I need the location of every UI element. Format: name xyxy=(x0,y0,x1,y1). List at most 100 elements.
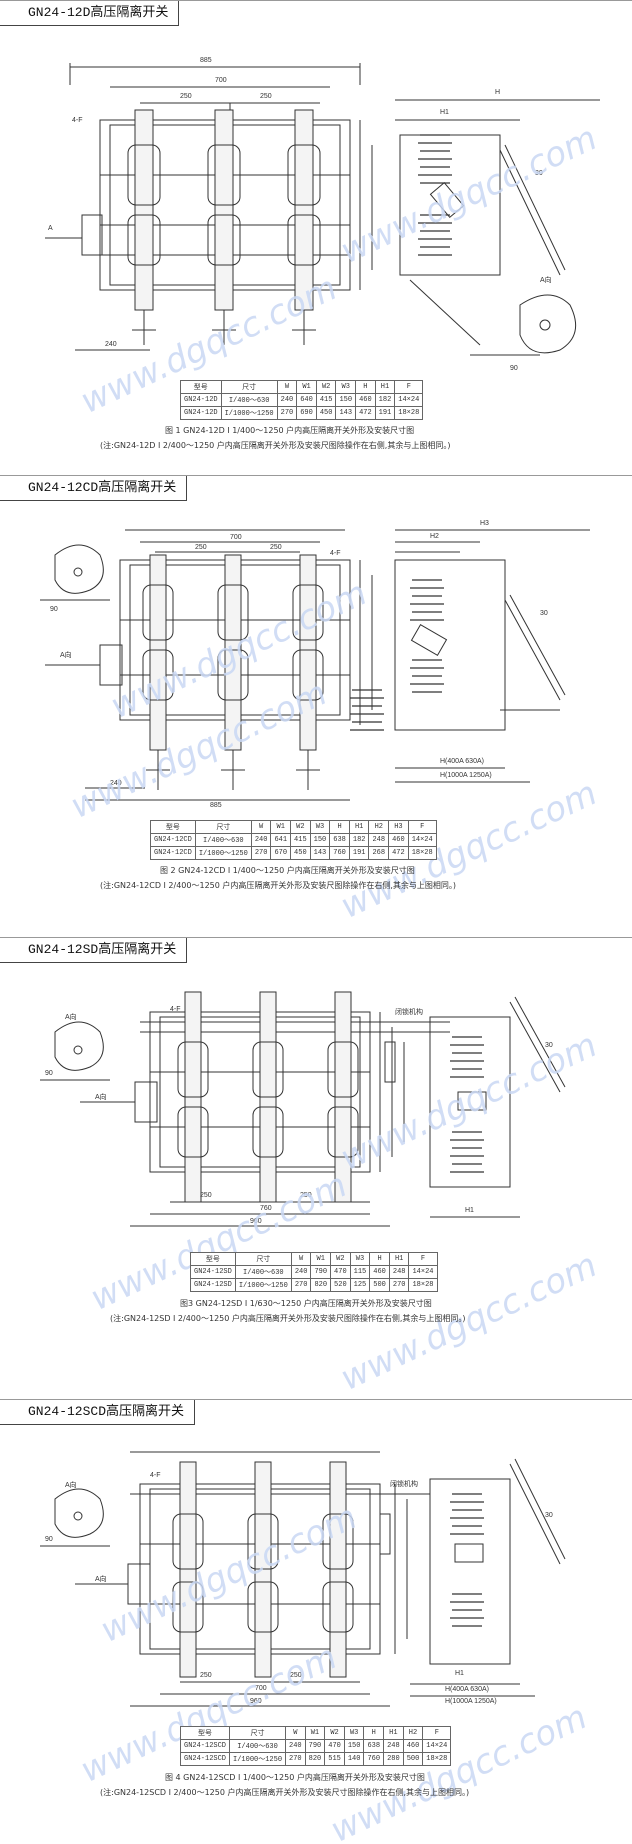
table-header-cell: 型号 xyxy=(179,1726,231,1740)
table-cell: GN24-12D xyxy=(180,406,222,420)
dim-pitch-2: 250 xyxy=(270,544,282,551)
dim-f-holes: 4-F xyxy=(170,1006,181,1013)
dim-inner: 700 xyxy=(230,534,242,541)
table-cell: 460 xyxy=(355,393,376,407)
dim-angle-90: 90 xyxy=(45,1536,53,1543)
table-cell: 18×28 xyxy=(422,1752,452,1766)
table-cell: 248 xyxy=(383,1739,404,1753)
dim-angle-30: 30 xyxy=(545,1042,553,1049)
table-cell: 280 xyxy=(383,1752,404,1766)
dim-overall: 885 xyxy=(210,802,222,809)
dim-h-note-1: H(400A 630A) xyxy=(440,758,484,765)
dim-h-note-2: H(1000A 1250A) xyxy=(445,1698,497,1705)
table-header-cell: H1 xyxy=(388,1252,410,1266)
table-cell: GN24-12CD xyxy=(150,833,196,847)
table-header-cell: W1 xyxy=(304,1726,326,1740)
table-header-cell: 型号 xyxy=(190,1252,236,1266)
figure-note: (注:GN24-12D Ⅰ 2/400～1250 户内高压隔离开关外形及安装尺图… xyxy=(100,441,451,450)
table-cell: I/400～630 xyxy=(220,393,278,407)
table-cell: 270 xyxy=(290,1278,312,1292)
dim-f-holes: 4-F xyxy=(150,1472,161,1479)
dim-a-label: A向 xyxy=(65,1482,77,1489)
table-cell: 150 xyxy=(309,833,331,847)
table-cell: 240 xyxy=(290,1265,312,1279)
table-row: GN24-12D I/1000～1250 270 690 450 143 472… xyxy=(180,406,424,420)
table-cell: I/400～630 xyxy=(234,1265,292,1279)
table-cell: 460 xyxy=(402,1739,424,1753)
section-gn24-12scd: GN24-12SCD高压隔离开关 xyxy=(0,1399,632,1844)
table-header-cell: W xyxy=(290,1252,312,1266)
table-cell: 515 xyxy=(324,1752,345,1766)
dim-pitch-1: 250 xyxy=(200,1192,212,1199)
table-cell: 115 xyxy=(349,1265,371,1279)
table-header-cell: W1 xyxy=(310,1252,332,1266)
table-cell: 470 xyxy=(330,1265,351,1279)
table-header-cell: W2 xyxy=(290,820,311,834)
dim-mech: 闭锁机构 xyxy=(395,1009,423,1016)
table-header-cell: W2 xyxy=(315,380,337,394)
table-cell: 640 xyxy=(296,393,317,407)
dim-bottom: 240 xyxy=(110,780,122,787)
table-header-cell: H1 xyxy=(383,1726,404,1740)
table-header-cell: H1 xyxy=(374,380,396,394)
table-header-row: 型号 尺寸 W W1 W2 W3 H H1 F xyxy=(180,380,424,394)
table-cell: I/1000～1250 xyxy=(220,406,278,420)
table-cell: 500 xyxy=(369,1278,390,1292)
table-header-cell: H2 xyxy=(368,820,390,834)
table-row: GN24-12CD I/1000～1250 270 670 450 143 76… xyxy=(150,846,437,860)
table-cell: 460 xyxy=(369,1265,390,1279)
table-cell: 18×28 xyxy=(407,846,437,860)
table-header-row: 型号 尺寸 W W1 W2 W3 H H1 H2 F xyxy=(179,1726,452,1740)
table-row: GN24-12SCD I/1000～1250 270 820 515 140 7… xyxy=(179,1752,452,1766)
table-cell: 14×24 xyxy=(407,833,437,847)
section-gn24-12sd: GN24-12SD高压隔离开关 xyxy=(0,937,632,1400)
table-row: GN24-12CD I/400～630 240 641 415 150 638 … xyxy=(150,833,437,847)
table-header-cell: 尺寸 xyxy=(234,1252,292,1266)
section-title: GN24-12D高压隔离开关 xyxy=(0,1,180,26)
table-cell: 268 xyxy=(368,846,390,860)
dim-a-label: A xyxy=(48,225,53,232)
table-header-cell: H xyxy=(329,820,350,834)
table-cell: 18×28 xyxy=(394,406,424,420)
drawing-panel: A向 90 A向 4-F 闭锁机构 250 250 700 960 30 H1 … xyxy=(0,1424,632,1844)
dim-f-holes: 4-F xyxy=(72,117,83,124)
table-header-cell: W3 xyxy=(309,820,331,834)
table-cell: 248 xyxy=(368,833,390,847)
table-cell: 760 xyxy=(329,846,350,860)
table-cell: 150 xyxy=(335,393,357,407)
table-header-cell: W xyxy=(250,820,272,834)
table-header-cell: W xyxy=(285,1726,306,1740)
dim-h-note-2: H(1000A 1250A) xyxy=(440,772,492,779)
dim-h-note-1: H(400A 630A) xyxy=(445,1686,489,1693)
table-header-row: 型号 尺寸 W W1 W2 W3 H H1 H2 H3 F xyxy=(150,820,437,834)
dim-angle-90: 90 xyxy=(50,606,58,613)
table-header-cell: H xyxy=(369,1252,390,1266)
table-header-row: 型号 尺寸 W W1 W2 W3 H H1 F xyxy=(190,1252,438,1266)
table-header-cell: W xyxy=(276,380,298,394)
table-cell: I/1000～1250 xyxy=(229,1752,287,1766)
table-cell: 248 xyxy=(388,1265,410,1279)
table-cell: GN24-12CD xyxy=(150,846,196,860)
technical-drawing xyxy=(40,991,566,1227)
table-cell: 500 xyxy=(402,1752,424,1766)
table-cell: 690 xyxy=(296,406,317,420)
figure-note: (注:GN24-12SCD Ⅰ 2/400～1250 户内高压隔离开关外形及安装… xyxy=(100,1788,470,1797)
dim-a-dir: A向 xyxy=(95,1576,107,1583)
table-header-cell: 尺寸 xyxy=(220,380,278,394)
table-row: GN24-12D I/400～630 240 640 415 150 460 1… xyxy=(180,393,424,407)
table-cell: 472 xyxy=(388,846,409,860)
section-title: GN24-12CD高压隔离开关 xyxy=(0,476,188,501)
table-cell: GN24-12SD xyxy=(190,1278,236,1292)
dim-pitch-2: 250 xyxy=(260,93,272,100)
table-cell: 415 xyxy=(315,393,337,407)
dim-angle-30: 30 xyxy=(545,1512,553,1519)
figure-caption: 图 2 GN24-12CD Ⅰ 1/400～1250 户内高压隔离开关外形及安装… xyxy=(160,866,415,875)
table-cell: 191 xyxy=(348,846,370,860)
table-row: GN24-12SD I/1000～1250 270 820 520 125 50… xyxy=(190,1278,438,1292)
table-header-cell: W3 xyxy=(349,1252,371,1266)
table-cell: 140 xyxy=(343,1752,365,1766)
dim-inner: 700 xyxy=(215,77,227,84)
dim-h3: H3 xyxy=(480,520,489,527)
table-cell: 14×24 xyxy=(408,1265,438,1279)
section-gn24-12cd: GN24-12CD高压隔离开关 xyxy=(0,475,632,938)
